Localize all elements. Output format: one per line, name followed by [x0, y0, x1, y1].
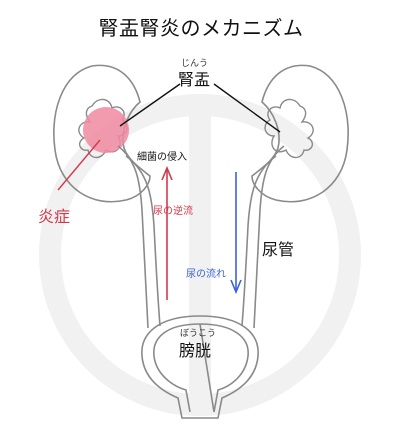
- renal-pelvis-ruby: じんう: [181, 59, 209, 69]
- diagram-title: 腎盂腎炎のメカニズム: [98, 16, 304, 40]
- left-ureter: [117, 145, 149, 329]
- inflammation-spot: [83, 107, 129, 153]
- backflow-label: 尿の逆流: [153, 206, 193, 217]
- left-kidney: [53, 64, 151, 203]
- right-renal-pelvis: [264, 98, 314, 159]
- left-ureter-inner: [125, 155, 161, 327]
- ureter-label: 尿管: [262, 240, 295, 259]
- pointer-line-right: [213, 83, 281, 133]
- bacterial-invasion-label: 細菌の侵入: [137, 152, 187, 163]
- inflammation-label: 炎症: [38, 207, 71, 226]
- right-ureter: [253, 145, 285, 329]
- right-kidney: [251, 64, 349, 203]
- renal-pelvis-label: 腎盂: [178, 70, 211, 89]
- pointer-line-left: [119, 83, 181, 127]
- backflow-arrowhead: [161, 165, 173, 181]
- pointer-line-inflammation: [57, 139, 101, 191]
- bladder-ruby: ぼうこう: [180, 329, 217, 339]
- flow-arrowhead: [230, 279, 242, 295]
- bladder-outer: [141, 315, 259, 419]
- bladder-label: 膀胱: [179, 341, 212, 360]
- watermark: [39, 94, 361, 416]
- right-ureter-inner: [241, 155, 277, 327]
- urine-flow-label: 尿の流れ: [186, 269, 226, 280]
- bladder-inner: [153, 323, 249, 413]
